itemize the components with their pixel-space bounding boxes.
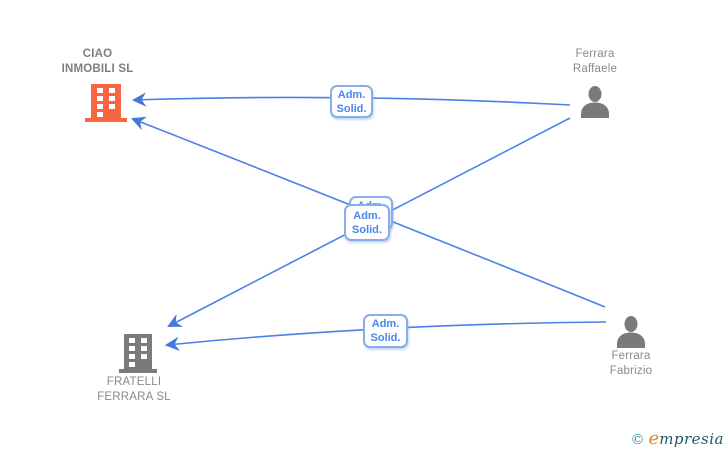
node-ferrara-raffaele[interactable]	[578, 86, 612, 123]
node-label-ferrara-raffaele[interactable]: Ferrara Raffaele	[550, 47, 640, 77]
node-label-fratelli-ferrara[interactable]: FRATELLI FERRARA SL	[78, 375, 190, 405]
edge-label-raffaele-to-fratelli: Adm. Solid.	[344, 204, 390, 241]
edge-label-line2: Solid.	[352, 223, 382, 236]
person-icon	[581, 86, 609, 118]
node-label-ciao-inmobili[interactable]: CIAO INMOBILI SL	[40, 47, 155, 77]
node-ferrara-fabrizio[interactable]	[614, 316, 648, 353]
node-label-line2: Raffaele	[572, 63, 618, 75]
node-label-line2: Fabrizio	[609, 365, 653, 377]
edge-label-raffaele-to-ciao: Adm. Solid.	[330, 85, 373, 118]
edge-label-line2: Solid.	[370, 332, 401, 344]
edge-label-line1: Adm.	[371, 318, 400, 330]
node-label-ferrara-fabrizio[interactable]: Ferrara Fabrizio	[586, 349, 676, 379]
building-icon	[119, 334, 157, 373]
person-icon	[617, 316, 645, 348]
empresia-watermark: ©empresia	[631, 428, 724, 449]
node-label-line1: Ferrara	[575, 48, 615, 60]
node-label-line2: FERRARA SL	[97, 391, 171, 403]
edge-label-fabrizio-to-fratelli: Adm. Solid.	[363, 314, 408, 348]
edge-label-line1: Adm.	[353, 209, 381, 222]
brand-name: mpresia	[659, 430, 724, 448]
node-fratelli-ferrara[interactable]	[119, 334, 157, 378]
node-label-line1: Ferrara	[611, 350, 651, 362]
node-label-line2: INMOBILI SL	[61, 63, 134, 75]
copyright-icon: ©	[630, 432, 645, 448]
node-ciao-inmobili[interactable]	[85, 84, 127, 127]
building-icon	[85, 84, 127, 122]
edge-label-line2: Solid.	[336, 102, 367, 115]
node-label-line1: FRATELLI	[106, 376, 162, 388]
brand-initial: e	[648, 428, 660, 449]
node-label-line1: CIAO	[82, 48, 113, 60]
edge-label-line1: Adm.	[337, 88, 366, 101]
